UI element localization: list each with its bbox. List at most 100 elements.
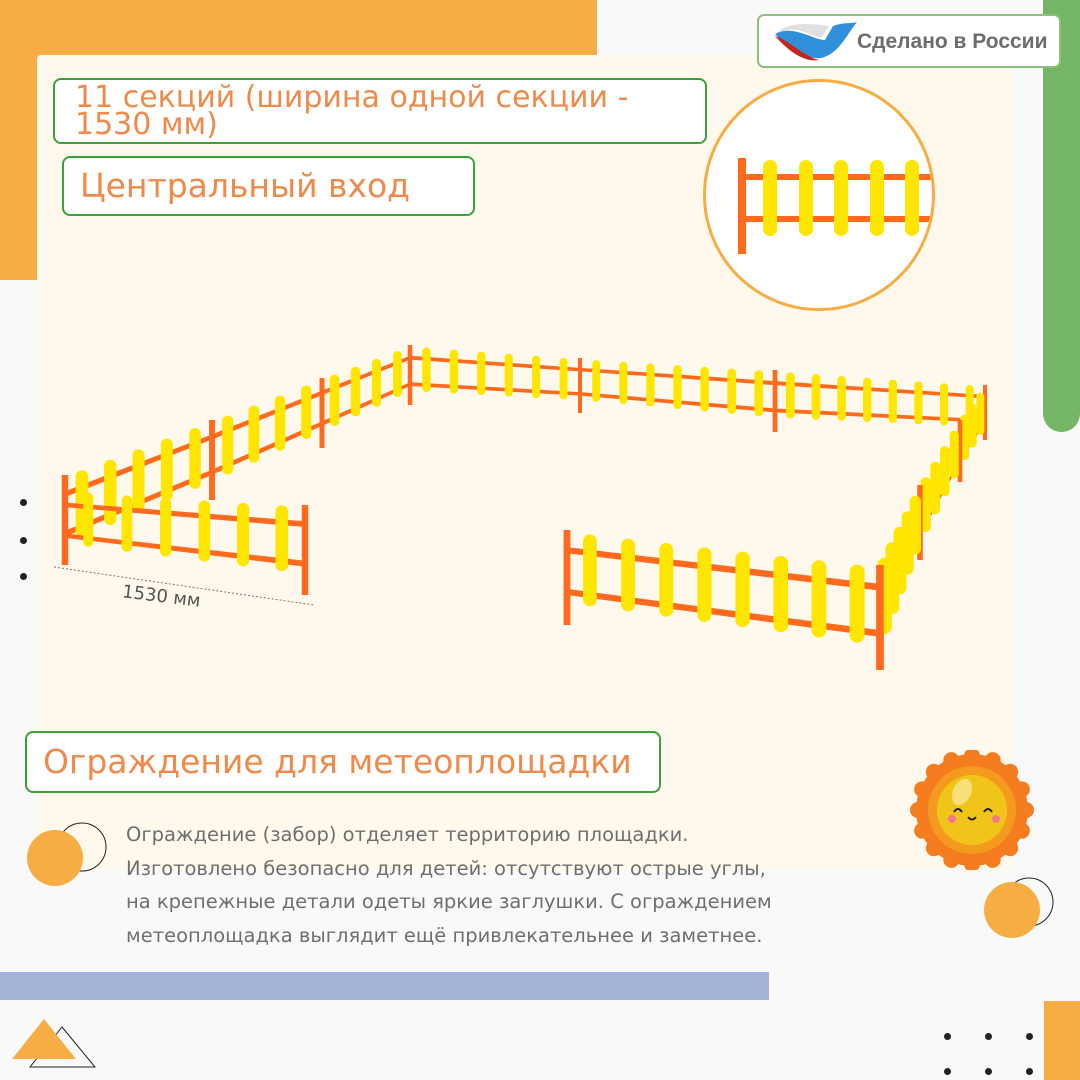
russia-flag-wave-icon <box>775 22 857 61</box>
picket <box>222 415 234 475</box>
picket <box>862 377 872 422</box>
picket <box>939 383 949 426</box>
picket <box>274 395 286 451</box>
decor-dot <box>985 1033 992 1040</box>
fence-layout-illustration <box>61 345 987 670</box>
fence-post <box>772 370 778 432</box>
decor-triangle <box>12 1019 97 1068</box>
picket <box>559 357 568 400</box>
picket <box>773 555 789 633</box>
section-closeup <box>703 79 935 311</box>
decor-dot <box>985 1068 992 1075</box>
picket <box>754 370 764 417</box>
picket <box>592 360 601 402</box>
picket <box>849 564 865 643</box>
picket <box>583 534 597 607</box>
description-line: метеоплощадка выглядит ещё привлекательн… <box>126 923 763 947</box>
picket <box>83 492 94 547</box>
decor-circle <box>27 822 107 886</box>
picket <box>968 403 977 448</box>
picket <box>888 379 897 424</box>
fence-rail <box>410 382 580 396</box>
fence-post <box>62 490 68 560</box>
picket <box>949 430 959 479</box>
picket <box>811 560 827 638</box>
picket <box>160 438 173 501</box>
picket <box>301 385 312 439</box>
fence-post <box>563 530 571 625</box>
picket <box>870 160 884 236</box>
fence-rail <box>775 381 985 399</box>
fence-post <box>319 378 325 448</box>
fence-post <box>301 505 309 595</box>
description-line: Ограждение (забор) отделяет территорию п… <box>126 823 689 846</box>
entrance-label: Центральный вход <box>62 156 475 216</box>
fence-post <box>209 420 215 500</box>
picket <box>646 363 655 407</box>
picket <box>237 502 250 567</box>
made-in-russia-badge: Сделано в России <box>757 14 1061 68</box>
picket <box>659 543 674 617</box>
picket <box>189 427 201 489</box>
fence-post <box>983 385 987 440</box>
dimension-line <box>53 566 315 606</box>
picket <box>700 366 709 412</box>
picket <box>198 500 211 562</box>
fence-rail <box>322 382 410 426</box>
decor-circle <box>984 877 1054 938</box>
fence-section <box>62 490 309 595</box>
picket <box>350 366 361 417</box>
picket <box>532 355 541 398</box>
sections-title: 11 секций (ширина одной секции - 1530 мм… <box>53 78 707 144</box>
description-line: на крепежные детали одеты яркие заглушки… <box>126 890 772 913</box>
picket <box>960 414 970 461</box>
product-title: Ограждение для метеоплощадки <box>25 731 661 793</box>
picket <box>727 368 736 414</box>
description-line: Изготовлено безопасно для детей: отсутст… <box>126 856 766 880</box>
picket <box>785 372 795 419</box>
fence-section-closeup-image <box>738 158 932 254</box>
bullet-dot <box>20 537 27 544</box>
fence-rail <box>410 355 580 372</box>
picket <box>371 358 382 407</box>
decor-green-bar <box>1043 0 1080 432</box>
picket <box>422 347 431 393</box>
fence-section <box>578 358 778 432</box>
picket <box>132 449 145 513</box>
picket <box>799 160 813 236</box>
fence-post <box>407 345 413 405</box>
fence-rail <box>212 390 322 440</box>
fence-section <box>563 530 884 670</box>
picket <box>619 361 628 405</box>
picket <box>621 538 635 612</box>
picket <box>697 547 712 622</box>
fence-post <box>876 565 884 670</box>
picket <box>811 374 821 420</box>
decor-dot <box>944 1068 951 1075</box>
decor-blue-bar <box>0 972 769 1000</box>
picket <box>939 446 950 497</box>
fence-post <box>578 358 582 413</box>
fence-section <box>917 420 963 560</box>
picket <box>393 350 402 398</box>
picket <box>449 349 459 394</box>
picket <box>477 351 486 396</box>
picket <box>837 375 846 421</box>
picket <box>763 160 777 236</box>
picket <box>504 353 513 397</box>
fence-rail <box>775 408 985 423</box>
picket <box>329 374 340 427</box>
decor-dot <box>1026 1033 1033 1040</box>
picket <box>905 160 919 236</box>
picket <box>930 461 941 515</box>
picket <box>920 477 931 533</box>
fence-section <box>772 370 987 440</box>
fence-section <box>407 345 582 413</box>
picket <box>248 405 260 463</box>
decor-orange-block <box>1044 1001 1080 1080</box>
fence-rail <box>322 355 410 396</box>
fence-rail <box>567 547 880 591</box>
fence-rail <box>567 588 880 637</box>
picket <box>673 365 682 410</box>
picket <box>121 495 133 552</box>
